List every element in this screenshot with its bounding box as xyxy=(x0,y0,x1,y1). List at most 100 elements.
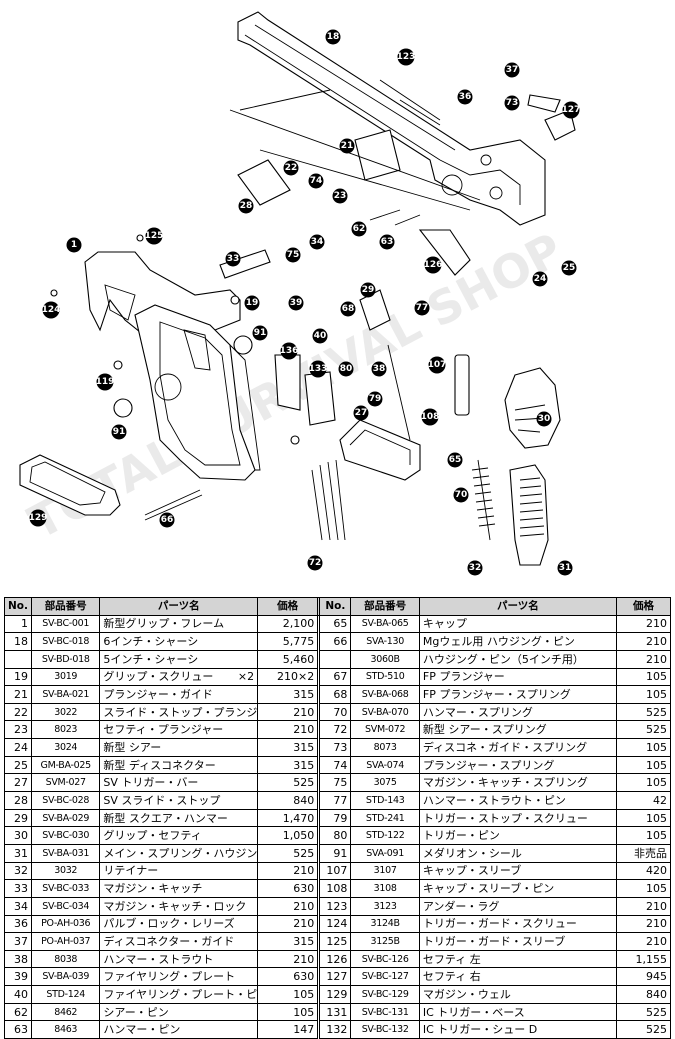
part-name: グリップ・スクリュー×2 xyxy=(99,667,259,687)
part-name-text: プランジャー・スプリング xyxy=(422,758,555,772)
part-code: 3107 xyxy=(350,861,420,881)
callout-number: 40 xyxy=(314,331,327,341)
part-code: 8462 xyxy=(30,1002,101,1022)
part-price: 210 xyxy=(257,896,319,916)
part-name-text: シアー・ピン xyxy=(103,1005,169,1019)
part-name-text: セフティ 左 xyxy=(422,952,481,966)
part-price: 1,050 xyxy=(257,826,319,845)
part-name-text: グリップ・セフティ xyxy=(103,829,202,843)
callout-number: 22 xyxy=(285,163,298,173)
part-price: 210 xyxy=(615,632,672,651)
callout-number: 133 xyxy=(309,364,328,374)
part-number: 63 xyxy=(4,1020,32,1039)
part-price: 630 xyxy=(257,967,319,987)
callout-number: 38 xyxy=(373,364,386,374)
header-code-left: 部品番号 xyxy=(30,597,101,616)
part-price: 315 xyxy=(257,738,319,757)
part-price: 945 xyxy=(615,967,672,987)
part-hammer-spring xyxy=(454,354,496,541)
part-name-text: IC トリガー・ベース xyxy=(422,1005,525,1019)
part-number xyxy=(319,649,352,669)
callout-91: 91 xyxy=(111,424,127,440)
part-code: STD-241 xyxy=(350,808,420,828)
callout-circle xyxy=(536,411,552,427)
part-name: トリガー・ストップ・スクリュー xyxy=(418,808,617,828)
callout-circle xyxy=(111,424,127,440)
part-name-text: 新型 スクエア・ハンマー xyxy=(103,811,228,825)
part-mainspring-housing xyxy=(509,464,549,566)
part-name: 新型 シアー・スプリング xyxy=(418,720,617,740)
part-number: 30 xyxy=(4,826,32,845)
callout-number: 24 xyxy=(534,274,547,284)
part-name: キャップ xyxy=(418,614,617,634)
part-code: 3108 xyxy=(350,879,420,898)
part-name-text: ハンマー・ピン xyxy=(103,1023,181,1037)
callout-circle xyxy=(244,295,260,311)
part-name: メイン・スプリング・ハウジング xyxy=(99,843,259,863)
header-name-right: パーツ名 xyxy=(418,597,617,616)
part-code: SV-BC-028 xyxy=(30,791,101,810)
callout-136: 136 xyxy=(280,342,298,360)
callout-circle xyxy=(367,391,383,407)
part-small-components xyxy=(50,89,576,570)
part-name-text: 新型グリップ・フレーム xyxy=(103,617,225,631)
part-name: ハンマー・ストラウト・ピン xyxy=(418,791,617,810)
callout-number: 32 xyxy=(469,563,482,573)
part-code: STD-122 xyxy=(350,826,420,845)
part-price: 147 xyxy=(257,1020,319,1039)
part-number: 31 xyxy=(4,843,32,863)
part-number: 79 xyxy=(319,808,352,828)
part-name: 新型グリップ・フレーム xyxy=(99,614,259,634)
part-number: 40 xyxy=(4,985,32,1004)
callout-126: 126 xyxy=(424,256,442,274)
part-number: 68 xyxy=(319,685,352,704)
part-price: 210 xyxy=(615,649,672,669)
part-number: 36 xyxy=(4,914,32,934)
header-no-left: No. xyxy=(4,597,32,616)
callout-33: 33 xyxy=(225,251,241,267)
part-code: SVM-027 xyxy=(30,773,101,793)
callout-circle xyxy=(351,221,367,237)
callout-circle xyxy=(42,301,60,319)
part-number: 124 xyxy=(319,914,352,934)
part-price: 210 xyxy=(615,896,672,916)
callout-circle xyxy=(308,173,324,189)
part-code: SV-BA-021 xyxy=(30,685,101,704)
part-price: 5,460 xyxy=(257,649,319,669)
part-name: SV スライド・ストップ xyxy=(99,791,259,810)
part-price: 840 xyxy=(257,791,319,810)
callout-number: 124 xyxy=(42,305,61,315)
callout-circle xyxy=(428,356,446,374)
part-price: 2,100 xyxy=(257,614,319,634)
callout-circle xyxy=(379,234,395,250)
part-code: STD-124 xyxy=(30,985,101,1004)
part-price: 210 xyxy=(615,914,672,934)
part-price: 840 xyxy=(615,985,672,1004)
callout-72: 72 xyxy=(307,555,323,571)
header-no-right: No. xyxy=(319,597,352,616)
part-name: メダリオン・シール xyxy=(418,843,617,863)
part-price: 525 xyxy=(257,773,319,793)
callout-number: 75 xyxy=(287,250,300,260)
part-number: 21 xyxy=(4,685,32,704)
part-name-text: Mgウェル用 ハウジング・ピン xyxy=(422,635,575,649)
callout-65: 65 xyxy=(447,452,463,468)
part-number: 33 xyxy=(4,879,32,898)
part-name: ディスコネ・ガイド・スプリング xyxy=(418,738,617,757)
part-name-text: アンダー・ラグ xyxy=(422,899,500,913)
part-number: 62 xyxy=(4,1002,32,1022)
part-price: 525 xyxy=(615,720,672,740)
part-number: 66 xyxy=(319,632,352,651)
part-name: FP プランジャー xyxy=(418,667,617,687)
part-number: 80 xyxy=(319,826,352,845)
part-number: 29 xyxy=(4,808,32,828)
part-code: SV-BC-127 xyxy=(350,967,420,987)
part-code: STD-510 xyxy=(350,667,420,687)
part-code: SVA-074 xyxy=(350,755,420,775)
